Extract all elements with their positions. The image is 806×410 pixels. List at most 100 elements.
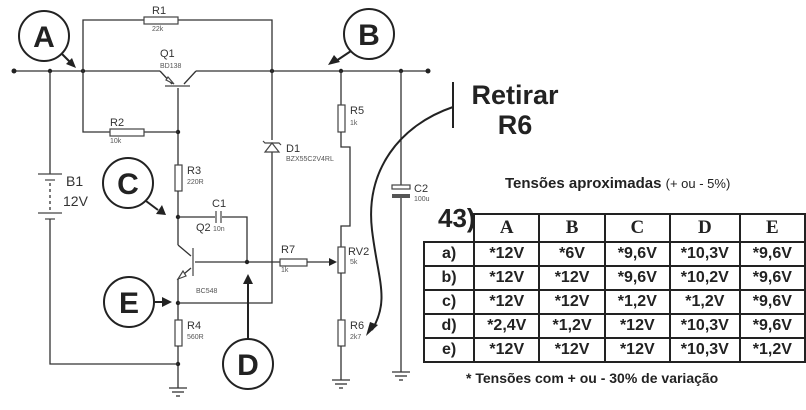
resistor-r1 bbox=[143, 16, 179, 25]
q1-value: BD138 bbox=[160, 63, 182, 70]
terminal-right bbox=[425, 68, 431, 74]
capacitor-c2-plate bbox=[391, 184, 411, 190]
remove-arrow-head bbox=[366, 322, 378, 336]
table-row: d) *2,4V *1,2V *12V *10,3V *9,6V bbox=[422, 313, 806, 339]
marker-a-label: A bbox=[33, 21, 55, 54]
header-cell: E bbox=[738, 213, 806, 243]
value-cell: *9,6V bbox=[603, 241, 671, 267]
r6-label: R6 bbox=[350, 320, 364, 332]
r5-value: 1k bbox=[350, 120, 358, 127]
value-cell: *9,6V bbox=[738, 313, 806, 339]
value-cell: *10,3V bbox=[668, 337, 741, 363]
rv2-label: RV2 bbox=[348, 246, 369, 258]
value-cell: *1,2V bbox=[738, 337, 806, 363]
header-cell: D bbox=[668, 213, 741, 243]
value-cell: *12V bbox=[603, 313, 671, 339]
resistor-r4 bbox=[174, 319, 183, 347]
d1-label: D1 bbox=[286, 143, 300, 155]
header-cell: B bbox=[538, 213, 606, 243]
value-cell: *10,2V bbox=[668, 265, 741, 291]
table-row: b) *12V *12V *9,6V *10,2V *9,6V bbox=[422, 265, 806, 291]
footnote: * Tensões com + ou - 30% de variação bbox=[466, 370, 719, 386]
value-cell: *12V bbox=[603, 337, 671, 363]
remove-annotation-line1: Retirar bbox=[471, 80, 559, 110]
q2-value: BC548 bbox=[196, 288, 218, 295]
terminal-left bbox=[11, 68, 17, 74]
marker-c: C bbox=[102, 157, 166, 215]
r4-label: R4 bbox=[187, 320, 201, 332]
header-cell: C bbox=[603, 213, 671, 243]
r7-label: R7 bbox=[281, 244, 295, 256]
r1-value: 22k bbox=[152, 26, 164, 33]
marker-e: E bbox=[103, 276, 172, 328]
r2-wire bbox=[82, 71, 110, 133]
resistor-r7 bbox=[279, 258, 308, 267]
r6-value: 2k7 bbox=[350, 334, 361, 341]
table-row: c) *12V *12V *1,2V *1,2V *9,6V bbox=[422, 289, 806, 315]
value-cell: *10,3V bbox=[668, 241, 741, 267]
option-label: e) bbox=[422, 337, 476, 363]
value-cell: *12V bbox=[473, 241, 541, 267]
q1-label: Q1 bbox=[160, 48, 175, 60]
c1-wire bbox=[222, 216, 248, 262]
value-cell: *12V bbox=[473, 337, 541, 363]
capacitor-c2-plate bbox=[392, 194, 410, 198]
b1-label: B1 bbox=[66, 173, 83, 189]
r1-wire bbox=[178, 19, 273, 71]
ground-icon bbox=[169, 387, 187, 397]
r7-value: 1k bbox=[281, 267, 289, 274]
table-row: e) *12V *12V *12V *10,3V *1,2V bbox=[422, 337, 806, 363]
option-label: d) bbox=[422, 313, 476, 339]
value-cell: *12V bbox=[473, 265, 541, 291]
value-cell: *2,4V bbox=[473, 313, 541, 339]
header-blank bbox=[424, 214, 474, 242]
answer-table-header: A B C D E bbox=[424, 213, 806, 243]
remove-arrow bbox=[370, 106, 454, 331]
value-cell: *12V bbox=[538, 337, 606, 363]
marker-e-label: E bbox=[119, 287, 139, 320]
option-label: c) bbox=[422, 289, 476, 315]
ground-icon bbox=[332, 379, 350, 389]
r2-value: 10k bbox=[110, 138, 122, 145]
value-cell: *9,6V bbox=[738, 265, 806, 291]
value-cell: *9,6V bbox=[738, 241, 806, 267]
r3-value: 220R bbox=[187, 179, 204, 186]
value-cell: *10,3V bbox=[668, 313, 741, 339]
table-title-main: Tensões aproximadas bbox=[505, 175, 662, 192]
resistor-r6 bbox=[337, 319, 346, 347]
potentiometer-rv2 bbox=[337, 246, 346, 274]
rv2-value: 5k bbox=[350, 259, 358, 266]
resistor-r5 bbox=[337, 104, 346, 133]
value-cell: *1,2V bbox=[668, 289, 741, 315]
marker-b-label: B bbox=[358, 19, 380, 52]
q2-emitter-arrow bbox=[176, 269, 187, 281]
zener-d1-bar bbox=[262, 140, 282, 146]
q2-label: Q2 bbox=[196, 222, 211, 234]
value-cell: *1,2V bbox=[603, 289, 671, 315]
r4-value: 560R bbox=[187, 334, 204, 341]
d1-wire bbox=[178, 152, 273, 304]
c2-value: 100u bbox=[414, 196, 430, 203]
q1-emitter-arrow bbox=[165, 76, 175, 85]
value-cell: *12V bbox=[538, 265, 606, 291]
c1-value: 10n bbox=[213, 226, 225, 233]
ground-icon bbox=[392, 371, 410, 381]
resistor-r3 bbox=[174, 164, 183, 192]
r5-wire bbox=[340, 132, 351, 247]
table-title-note: (+ ou - 5%) bbox=[665, 176, 731, 191]
marker-c-label: C bbox=[117, 168, 139, 201]
r2-label: R2 bbox=[110, 117, 124, 129]
b1-value: 12V bbox=[63, 193, 89, 209]
r1-label: R1 bbox=[152, 5, 166, 17]
table-title: Tensões aproximadas (+ ou - 5%) bbox=[505, 175, 730, 192]
option-label: b) bbox=[422, 265, 476, 291]
answer-table: A B C D E a) *12V *6V *9,6V *10,3V *9,6V… bbox=[422, 213, 806, 363]
r1-wire bbox=[82, 19, 144, 71]
value-cell: *9,6V bbox=[603, 265, 671, 291]
marker-b: B bbox=[328, 8, 395, 65]
header-cell: A bbox=[473, 213, 541, 243]
marker-a: A bbox=[18, 10, 76, 68]
value-cell: *12V bbox=[473, 289, 541, 315]
marker-d-label: D bbox=[237, 349, 259, 382]
d1-value: BZX55C2V4RL bbox=[286, 156, 334, 163]
